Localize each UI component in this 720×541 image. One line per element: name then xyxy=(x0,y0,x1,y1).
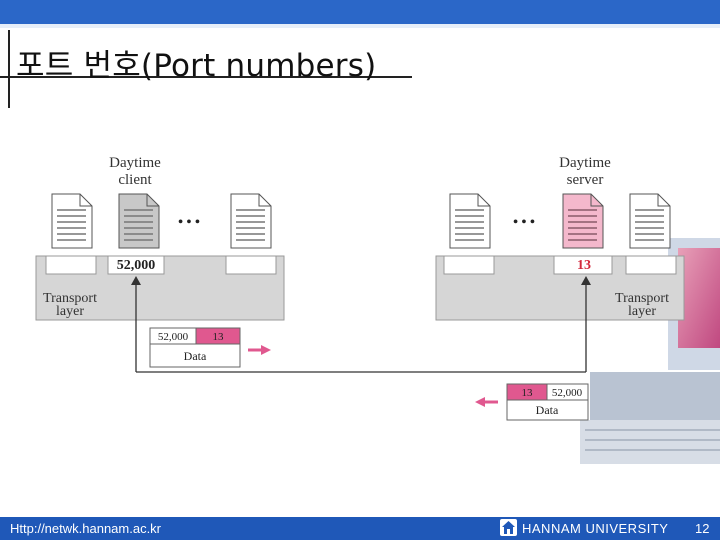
reply-data: Data xyxy=(536,403,559,417)
server-label-line2: server xyxy=(567,172,604,188)
client-process-document xyxy=(52,194,92,248)
reply-src-port: 13 xyxy=(522,387,534,399)
reply-dst-port: 52,000 xyxy=(552,387,583,399)
footer-bar: Http://netwk.hannam.ac.kr HANNAM UNIVERS… xyxy=(0,517,720,540)
server-daytime-document xyxy=(563,194,603,248)
page-number: 12 xyxy=(695,521,709,536)
server-other-document xyxy=(630,194,670,248)
server-ellipsis: • • • xyxy=(513,215,535,230)
client-label-line2: client xyxy=(118,172,152,188)
university-logo-icon xyxy=(500,519,517,536)
client-daytime-document xyxy=(119,194,159,248)
reply-direction-arrow xyxy=(475,397,498,407)
server-process-document xyxy=(450,194,490,248)
client-transport-label-line2: layer xyxy=(56,304,84,319)
request-direction-arrow xyxy=(248,345,271,355)
server-port-number: 13 xyxy=(577,258,591,273)
client-ellipsis: • • • xyxy=(178,215,200,230)
client-port-number: 52,000 xyxy=(117,258,156,273)
client-label-line1: Daytime xyxy=(109,155,161,171)
request-data: Data xyxy=(184,349,207,363)
footer-university: HANNAM UNIVERSITY xyxy=(522,521,668,536)
server-label-line1: Daytime xyxy=(559,155,611,171)
client-other-document xyxy=(231,194,271,248)
request-dst-port: 13 xyxy=(213,331,225,343)
footer-url: Http://netwk.hannam.ac.kr xyxy=(10,521,161,536)
request-src-port: 52,000 xyxy=(158,331,189,343)
server-transport-label-line2: layer xyxy=(628,304,656,319)
